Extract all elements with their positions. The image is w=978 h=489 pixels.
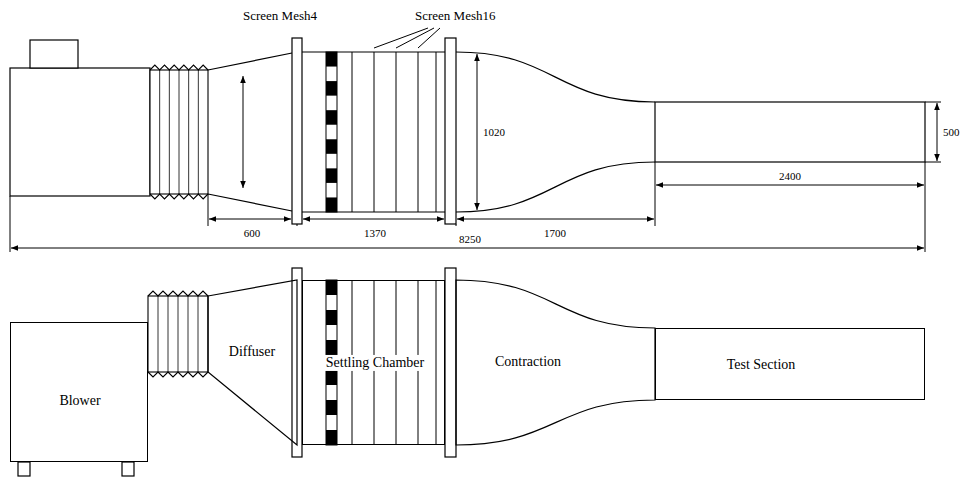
blower-leg: [18, 462, 30, 476]
drawing-stroke: [374, 52, 375, 212]
dimension-label: 2400: [778, 170, 802, 182]
drawing-stroke: [396, 52, 397, 212]
drawing-stroke: [352, 52, 353, 212]
drawing-stroke: [326, 52, 337, 67]
drawing-stroke: [436, 280, 437, 445]
drawing-stroke: [326, 197, 337, 212]
drawing-stroke: [326, 430, 337, 445]
dimension-line: [457, 219, 654, 220]
flange: [445, 268, 456, 457]
drawing-stroke: [159, 70, 160, 194]
drawing-stroke: [326, 400, 337, 415]
drawing-stroke: [326, 310, 337, 325]
drawing-stroke: [169, 70, 170, 194]
drawing-stroke: [148, 291, 208, 296]
dimension-line: [477, 54, 478, 210]
test-section: [655, 102, 925, 162]
section-name: Test Section: [725, 357, 798, 373]
tunnel-section: Diffuser: [208, 280, 297, 445]
drawing-stroke: [326, 52, 337, 212]
extension-line: [456, 224, 457, 226]
dimension-label: 500: [942, 126, 961, 138]
blower-leg: [122, 462, 134, 476]
screens: [326, 52, 436, 212]
dimension-line: [656, 185, 924, 186]
extension-line: [208, 194, 209, 226]
section-name: Diffuser: [227, 344, 277, 360]
extension-line: [925, 162, 926, 252]
leader-line: [374, 28, 440, 48]
tunnel-section: Blower: [10, 322, 148, 462]
drawing-stroke: [326, 139, 337, 154]
side-view: [18, 268, 456, 476]
dimension-label: 600: [243, 227, 262, 239]
dimension-line: [243, 76, 244, 188]
section-name: Settling Chamber: [324, 355, 426, 371]
part-label: Screen Mesh16: [414, 9, 497, 23]
drawing-stroke: [150, 194, 208, 199]
blower-housing: [10, 68, 150, 196]
drawing-stroke: [326, 81, 337, 96]
drawing-stroke: [326, 280, 337, 295]
drawing-stroke: [168, 296, 169, 372]
drawing-stroke: [158, 296, 159, 372]
top-view: [10, 28, 941, 252]
drawing-stroke: [148, 296, 208, 372]
drawing-stroke: [326, 340, 337, 355]
extension-line: [925, 162, 941, 163]
drawing-stroke: [148, 372, 208, 377]
dimension-label: 1700: [543, 227, 567, 239]
settling-chamber-wall: [302, 52, 445, 212]
drawing-stroke: [188, 70, 189, 194]
section-name: Contraction: [493, 354, 563, 370]
drawing-stroke: [326, 370, 337, 385]
extension-line: [10, 196, 11, 252]
flange: [292, 38, 302, 224]
section-name: Blower: [57, 393, 102, 409]
dimension-line: [11, 248, 924, 249]
drawing-stroke: [198, 296, 199, 372]
dimension-line: [937, 103, 938, 161]
flexible-bellows: [150, 65, 208, 199]
motor-box: [30, 40, 78, 68]
generated-strokes: [148, 52, 436, 445]
drawing-stroke: [179, 70, 180, 194]
drawing-stroke: [436, 52, 437, 212]
dimension-line: [209, 219, 291, 220]
section-outline: [208, 280, 297, 445]
drawing-stroke: [326, 110, 337, 125]
drawing-stroke: [150, 70, 208, 194]
tunnel-section: Settling Chamber: [302, 280, 445, 445]
contraction-wall: [456, 52, 655, 212]
extension-line: [297, 224, 298, 226]
dimension-label: 1020: [482, 126, 506, 138]
drawing-stroke: [198, 70, 199, 194]
drawing-stroke: [326, 168, 337, 183]
section-outline: [456, 280, 655, 445]
drawing-stroke: [418, 52, 419, 212]
flexible-bellows: [148, 291, 208, 377]
flange: [445, 38, 456, 224]
drawing-stroke: [150, 65, 208, 70]
extension-line: [655, 162, 656, 226]
extension-line: [925, 102, 941, 103]
tunnel-section: Test Section: [655, 328, 925, 400]
drawing-stroke: [188, 296, 189, 372]
drawing-stroke: [178, 296, 179, 372]
dimension-label: 1370: [363, 227, 387, 239]
diffuser-wall: [208, 52, 297, 212]
tunnel-section: Contraction: [456, 280, 655, 445]
part-label: Screen Mesh4: [242, 9, 318, 23]
dimension-label: 8250: [458, 233, 482, 245]
dimension-line: [303, 219, 444, 220]
section-outline: [208, 280, 297, 445]
